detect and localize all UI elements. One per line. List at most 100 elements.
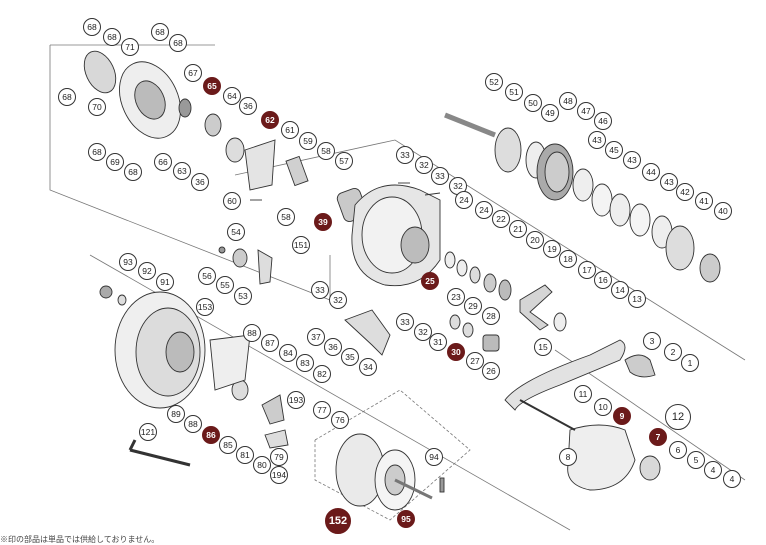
part-callout-94: 94: [425, 448, 443, 466]
part-callout-26: 26: [482, 362, 500, 380]
part-callout-76: 76: [331, 411, 349, 429]
part-callout-5: 5: [687, 451, 705, 469]
part-callout-153: 153: [196, 298, 214, 316]
part-callout-83: 83: [296, 354, 314, 372]
part-callout-35: 35: [341, 348, 359, 366]
part-callout-24: 24: [475, 201, 493, 219]
part-callout-77: 77: [313, 401, 331, 419]
part-callout-36: 36: [239, 97, 257, 115]
part-callout-3: 3: [643, 332, 661, 350]
part-callout-80: 80: [253, 456, 271, 474]
part-callout-58: 58: [277, 208, 295, 226]
part-callout-13: 13: [628, 290, 646, 308]
part-callout-40: 40: [714, 202, 732, 220]
part-callout-34: 34: [359, 358, 377, 376]
part-callout-69: 69: [106, 153, 124, 171]
part-callout-45: 45: [605, 141, 623, 159]
part-callout-88: 88: [184, 415, 202, 433]
part-callout-32: 32: [414, 323, 432, 341]
part-callout-33: 33: [431, 167, 449, 185]
part-callout-6: 6: [669, 441, 687, 459]
part-callout-18: 18: [559, 250, 577, 268]
part-callout-20: 20: [526, 231, 544, 249]
part-callout-33: 33: [311, 281, 329, 299]
part-callout-81: 81: [236, 446, 254, 464]
part-callout-57: 57: [335, 152, 353, 170]
part-callout-14: 14: [611, 281, 629, 299]
part-callout-151: 151: [292, 236, 310, 254]
part-callout-86: 86: [202, 426, 220, 444]
part-callout-43: 43: [660, 173, 678, 191]
part-callout-32: 32: [329, 291, 347, 309]
part-callout-92: 92: [138, 262, 156, 280]
part-callout-85: 85: [219, 436, 237, 454]
lever-group: [218, 246, 273, 285]
part-callout-65: 65: [203, 77, 221, 95]
part-callout-37: 37: [307, 328, 325, 346]
side-plate-assembly: [83, 50, 368, 222]
part-callout-8: 8: [559, 448, 577, 466]
part-callout-9: 9: [613, 407, 631, 425]
part-callout-10: 10: [594, 398, 612, 416]
part-callout-41: 41: [695, 192, 713, 210]
part-callout-33: 33: [396, 313, 414, 331]
part-callout-62: 62: [261, 111, 279, 129]
part-callout-68: 68: [169, 34, 187, 52]
drive-gear-stack: [444, 112, 721, 283]
part-callout-36: 36: [324, 338, 342, 356]
part-callout-42: 42: [676, 183, 694, 201]
part-callout-152: 152: [325, 508, 351, 534]
part-callout-68: 68: [103, 28, 121, 46]
part-callout-24: 24: [455, 191, 473, 209]
brake-parts: [209, 334, 289, 449]
part-callout-68: 68: [124, 163, 142, 181]
part-callout-54: 54: [227, 223, 245, 241]
part-callout-56: 56: [198, 267, 216, 285]
part-callout-93: 93: [119, 253, 137, 271]
pinion-clutch-group: [344, 251, 567, 356]
part-callout-4: 4: [704, 461, 722, 479]
part-callout-82: 82: [313, 365, 331, 383]
part-callout-39: 39: [314, 213, 332, 231]
part-callout-67: 67: [184, 64, 202, 82]
part-callout-60: 60: [223, 192, 241, 210]
spool: [335, 433, 445, 511]
part-callout-58: 58: [317, 142, 335, 160]
part-callout-70: 70: [88, 98, 106, 116]
part-callout-43: 43: [588, 131, 606, 149]
footnote: ※印の部品は単品では供給しておりません。: [0, 535, 160, 544]
part-callout-44: 44: [642, 163, 660, 181]
part-callout-79: 79: [270, 448, 288, 466]
part-callout-68: 68: [88, 143, 106, 161]
part-callout-21: 21: [509, 220, 527, 238]
part-callout-91: 91: [156, 273, 174, 291]
part-callout-46: 46: [594, 112, 612, 130]
part-callout-47: 47: [577, 102, 595, 120]
part-callout-25: 25: [421, 272, 439, 290]
part-callout-19: 19: [543, 240, 561, 258]
center-frame: [351, 182, 441, 287]
left-side-plate: [99, 285, 206, 467]
part-callout-11: 11: [574, 385, 592, 403]
part-callout-95: 95: [397, 510, 415, 528]
part-callout-53: 53: [234, 287, 252, 305]
part-callout-61: 61: [281, 121, 299, 139]
part-callout-48: 48: [559, 92, 577, 110]
part-callout-12: 12: [665, 404, 691, 430]
part-callout-31: 31: [429, 333, 447, 351]
part-callout-33: 33: [396, 146, 414, 164]
part-callout-50: 50: [524, 94, 542, 112]
part-callout-68: 68: [83, 18, 101, 36]
part-callout-71: 71: [121, 38, 139, 56]
part-callout-32: 32: [415, 156, 433, 174]
part-callout-64: 64: [223, 87, 241, 105]
part-callout-2: 2: [664, 343, 682, 361]
handle-assembly: [504, 339, 661, 491]
part-callout-63: 63: [173, 162, 191, 180]
part-callout-66: 66: [154, 153, 172, 171]
part-callout-4: 4: [723, 470, 741, 488]
part-callout-121: 121: [139, 423, 157, 441]
part-callout-194: 194: [270, 466, 288, 484]
